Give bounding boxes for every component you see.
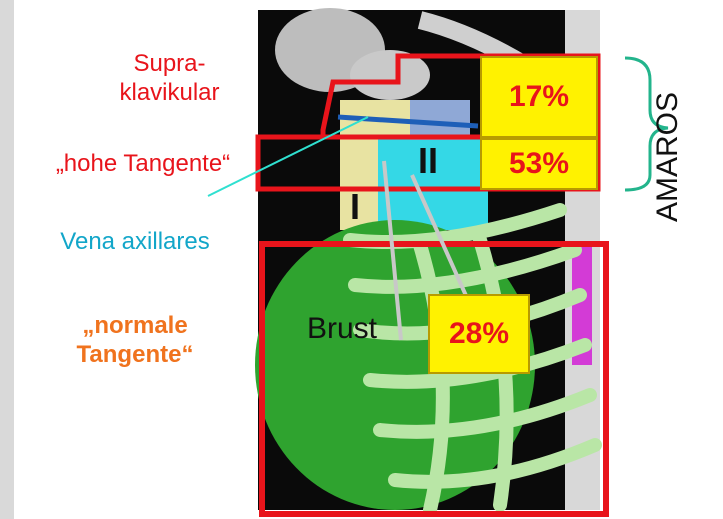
amaros-label: AMAROS bbox=[651, 77, 685, 237]
normale-label: „normale Tangente“ bbox=[40, 312, 230, 370]
vena-label: Vena axillares bbox=[40, 228, 230, 257]
percent-hohe: 53% bbox=[480, 138, 598, 190]
percent-supra: 17% bbox=[480, 56, 598, 138]
level-one-label: I bbox=[350, 186, 360, 228]
hohe-label: „hohe Tangente“ bbox=[28, 150, 258, 179]
brust-label: Brust bbox=[307, 312, 377, 346]
supra-label: Supra- klavikular bbox=[82, 50, 257, 108]
level-two-label: II bbox=[418, 140, 438, 182]
percent-brust: 28% bbox=[428, 294, 530, 374]
